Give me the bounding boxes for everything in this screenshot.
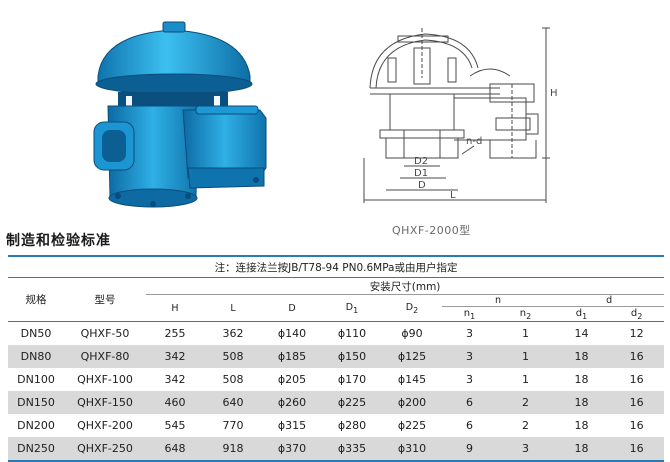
header-spec: 规格 (8, 277, 64, 322)
cell-d: ϕ140 (277, 327, 307, 340)
cell-d2: ϕ225 (397, 419, 427, 432)
cell-d1: 14 (574, 327, 589, 340)
cell-d1: ϕ110 (337, 327, 367, 340)
cell-d1: ϕ170 (337, 373, 367, 386)
cell-h: 255 (164, 327, 186, 340)
table-row: DN100 QHXF-100 342 508 ϕ205 ϕ170 ϕ145 3 1 18 16 (8, 368, 664, 391)
valve-section-drawing: H D2 D1 D L n-d (363, 27, 558, 203)
header-l: L (204, 294, 262, 322)
cell-d: ϕ185 (262, 345, 322, 368)
cell-d: ϕ260 (262, 391, 322, 414)
cell-n1: 6 (466, 419, 473, 432)
cell-d1: ϕ150 (322, 345, 382, 368)
cell-d: ϕ205 (277, 373, 307, 386)
dim-label-nd: n-d (466, 136, 482, 147)
cell-model: QHXF-100 (77, 373, 133, 386)
cell-l: 770 (222, 419, 244, 432)
cell-d1: 18 (554, 437, 609, 462)
dim-label-d2: D2 (414, 156, 428, 167)
cell-h: 342 (164, 373, 186, 386)
cell-d2: ϕ90 (401, 327, 423, 340)
header-d2-small: d2 (609, 306, 665, 322)
cell-d1: ϕ335 (322, 437, 382, 462)
cell-spec: DN200 (17, 419, 55, 432)
header-model: 型号 (64, 277, 146, 322)
cell-model: QHXF-150 (64, 391, 146, 414)
cell-spec: DN150 (8, 391, 64, 414)
cell-d2: 16 (629, 419, 644, 432)
cell-n2: 1 (522, 327, 529, 340)
cell-model: QHXF-250 (64, 437, 146, 462)
cell-h: 545 (164, 419, 186, 432)
cell-n2: 3 (497, 437, 554, 462)
header-install-dims: 安装尺寸(mm) (146, 277, 665, 295)
cell-l: 918 (204, 437, 262, 462)
cell-d1: ϕ280 (337, 419, 367, 432)
cell-h: 342 (146, 345, 204, 368)
cell-spec: DN50 (20, 327, 52, 340)
table-row: DN200 QHXF-200 545 770 ϕ315 ϕ280 ϕ225 6 2 18 16 (8, 414, 664, 437)
table-row: DN50 QHXF-50 255 362 ϕ140 ϕ110 ϕ90 3 1 14 12 (8, 322, 664, 346)
cell-d: ϕ370 (262, 437, 322, 462)
dim-label-d1: D1 (414, 168, 428, 179)
dim-label-h: H (550, 88, 558, 99)
cell-model: QHXF-50 (80, 327, 130, 340)
cell-l: 508 (204, 345, 262, 368)
header-d2: D2 (382, 294, 442, 322)
dim-label-d: D (418, 180, 426, 191)
cell-n2: 1 (497, 345, 554, 368)
cell-model: QHXF-80 (64, 345, 146, 368)
valve-product-photo (93, 21, 267, 208)
cell-d1: 18 (554, 391, 609, 414)
section-title: 制造和检验标准 (6, 233, 111, 249)
cell-d2: 16 (629, 373, 644, 386)
cell-d2: ϕ125 (382, 345, 442, 368)
cell-d2: ϕ145 (397, 373, 427, 386)
header-n1: n1 (442, 306, 497, 322)
cell-d1: 18 (574, 419, 589, 432)
cell-n1: 3 (442, 345, 497, 368)
cell-spec: DN250 (8, 437, 64, 462)
cell-h: 460 (146, 391, 204, 414)
header-d1-small: d1 (554, 306, 609, 322)
cell-l: 640 (204, 391, 262, 414)
header-d: D (262, 294, 322, 322)
cell-d2: 12 (629, 327, 644, 340)
cell-n1: 6 (442, 391, 497, 414)
cell-spec: DN100 (17, 373, 55, 386)
cell-n1: 3 (466, 327, 473, 340)
cell-n2: 1 (522, 373, 529, 386)
cell-spec: DN80 (8, 345, 64, 368)
cell-n2: 2 (522, 419, 529, 432)
header-n: n (442, 294, 554, 307)
cell-d1: 18 (554, 345, 609, 368)
spec-table: 注：连接法兰按JB/T78-94 PN0.6MPa或由用户指定 规格 型号 安装… (8, 255, 665, 462)
model-caption: QHXF-2000型 (392, 224, 471, 237)
cell-d2: 16 (609, 345, 665, 368)
cell-n1: 9 (442, 437, 497, 462)
cell-d2: 16 (609, 391, 665, 414)
cell-model: QHXF-200 (77, 419, 133, 432)
cell-n1: 3 (466, 373, 473, 386)
header-h: H (146, 294, 204, 322)
cell-d1: ϕ225 (322, 391, 382, 414)
cell-l: 362 (222, 327, 244, 340)
cell-h: 648 (146, 437, 204, 462)
cell-d1: 18 (574, 373, 589, 386)
table-note: 注：连接法兰按JB/T78-94 PN0.6MPa或由用户指定 (8, 255, 665, 278)
cell-d: ϕ315 (277, 419, 307, 432)
cell-d2: ϕ200 (382, 391, 442, 414)
dim-label-l: L (450, 190, 456, 201)
header-d1: D1 (322, 294, 382, 322)
cell-d2: 16 (609, 437, 665, 462)
header-n2: n2 (497, 306, 554, 322)
cell-d2: ϕ310 (382, 437, 442, 462)
header-small-d: d (554, 294, 665, 307)
cell-n2: 2 (497, 391, 554, 414)
cell-l: 508 (222, 373, 244, 386)
